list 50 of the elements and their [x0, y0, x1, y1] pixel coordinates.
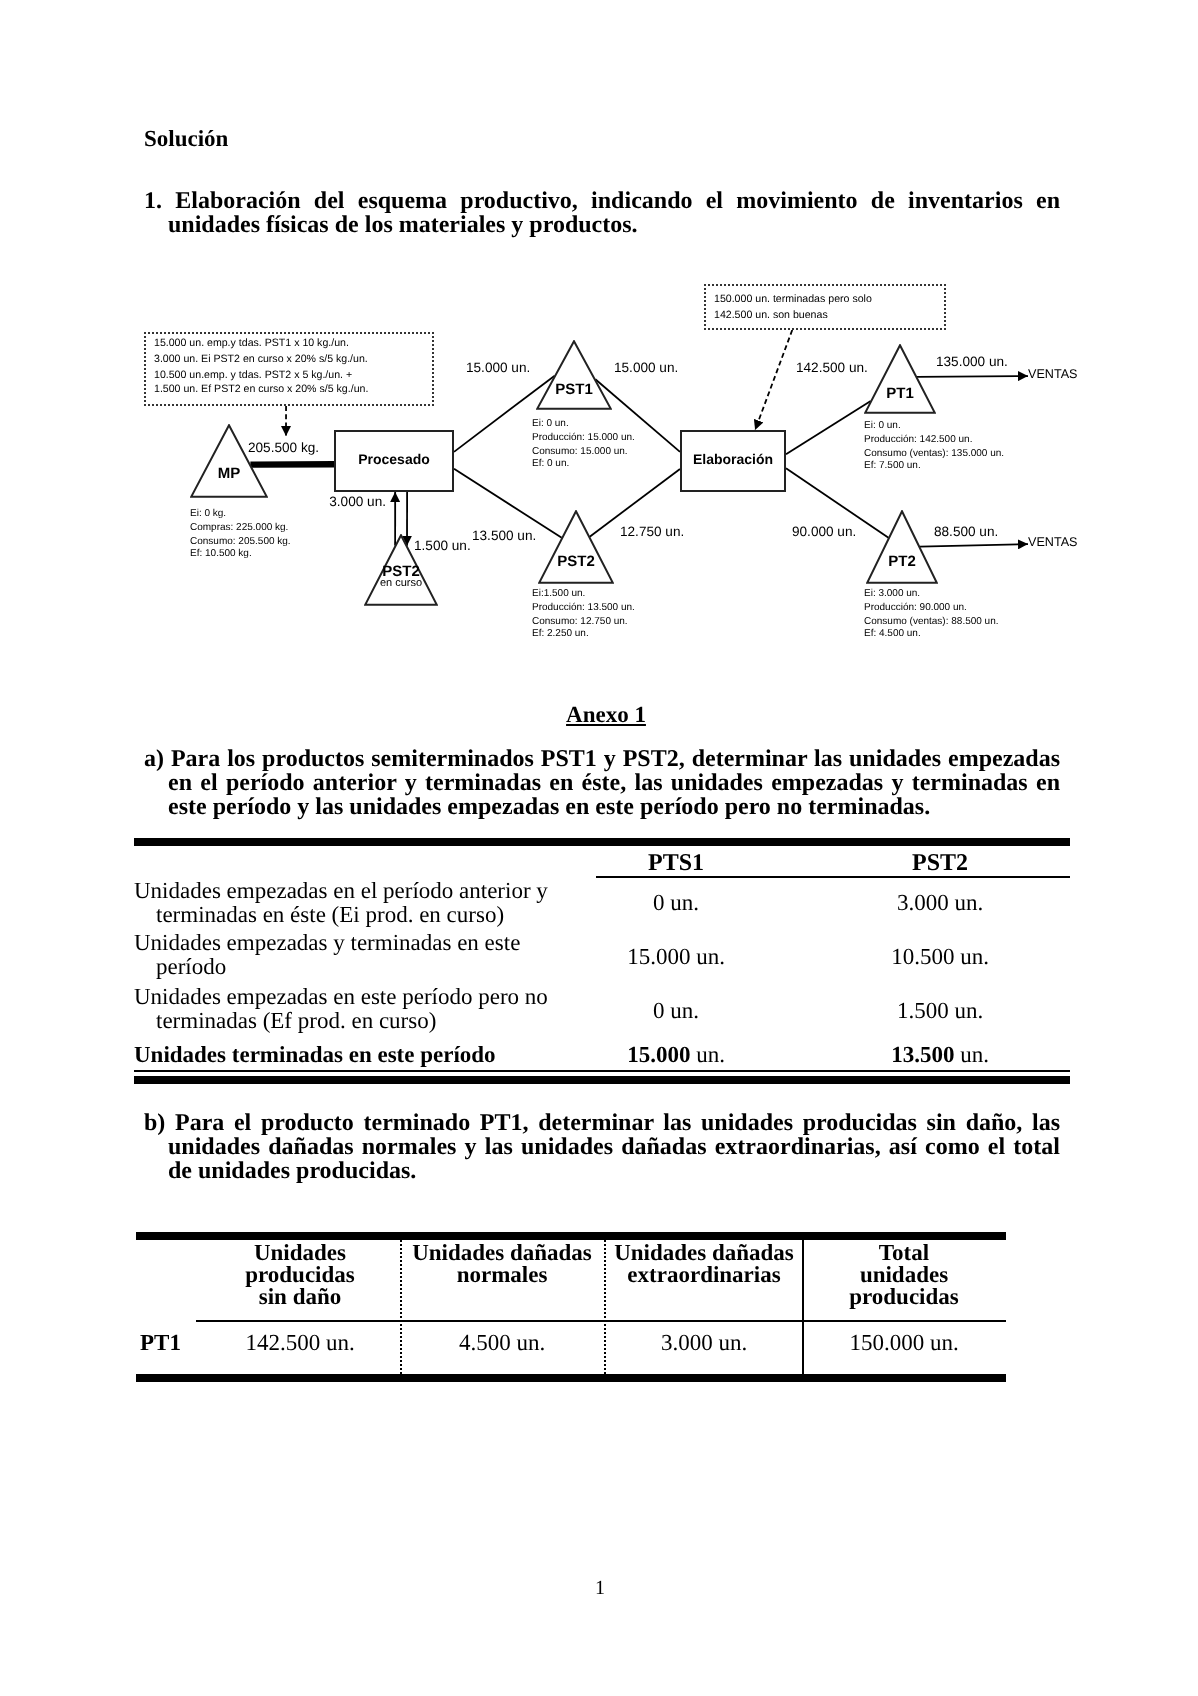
page-title: Solución	[144, 128, 229, 152]
connector-line	[785, 400, 872, 456]
question-text: a) Para los productos semiterminados PST1 y PST2, determinar las unidades empezadas en el período anterior y terminadas en éste, las unidades empezadas y terminadas en este período y las unidades empezadas en este período pero no terminadas.	[144, 748, 1060, 819]
table-value: 13.500 un.	[891, 1044, 989, 1068]
inventory-triangle	[866, 510, 938, 584]
connector-line	[785, 467, 890, 539]
column-header: Unidades producidas sin daño	[243, 1244, 357, 1310]
table-value: 3.000 un.	[896, 892, 984, 916]
table-value: 15.000 un.	[627, 1044, 725, 1068]
table-value: 0 un.	[653, 892, 699, 916]
question-text: 1. Elaboración del esquema productivo, indicando el movimiento de inventarios en unidades físicas de los materiales y productos.	[144, 190, 1060, 238]
arrow	[918, 539, 1029, 550]
column-header: Total unidades producidas	[847, 1244, 961, 1310]
table-value: 10.500 un.	[891, 946, 989, 970]
table-value: 0 un.	[653, 1000, 699, 1024]
table-value: 4.500 un.	[458, 1332, 546, 1356]
note-box	[704, 284, 946, 330]
connector-line	[250, 461, 334, 468]
inventory-triangle	[538, 510, 614, 584]
note-box	[144, 332, 434, 406]
connector-line	[588, 468, 681, 538]
connector-line	[594, 378, 681, 453]
column-header: Unidades dañadas extraordinarias	[612, 1244, 796, 1288]
connector-line	[453, 467, 563, 539]
dashed-arrow	[753, 329, 794, 431]
dashed-arrow	[281, 405, 291, 437]
inventory-triangle	[864, 344, 936, 414]
table-value: 15.000 un.	[627, 946, 725, 970]
annex-heading: Anexo 1	[566, 704, 646, 728]
row-header: Unidades empezadas en este período pero no terminadas (Ef prod. en curso)	[134, 988, 550, 1035]
process-box	[680, 430, 786, 492]
arrow	[402, 491, 412, 547]
arrow	[915, 371, 1029, 382]
process-box	[334, 430, 454, 492]
column-header: PST2	[912, 848, 968, 878]
column-header: PTS1	[648, 848, 704, 878]
column-header: Unidades dañadas normales	[410, 1244, 594, 1288]
arrow	[390, 491, 401, 547]
page-number: 1	[595, 1578, 605, 1600]
row-header: Unidades terminadas en este período	[134, 1044, 496, 1068]
table-value: 3.000 un.	[660, 1332, 748, 1356]
row-header: Unidades empezadas en el período anterior y terminadas en éste (Ei prod. en curso)	[134, 882, 550, 929]
row-header: Unidades empezadas y terminadas en este período	[134, 934, 523, 981]
table-value: 150.000 un.	[849, 1332, 959, 1356]
table-value: 142.500 un.	[245, 1332, 355, 1356]
inventory-triangle	[536, 340, 612, 410]
connector-line	[453, 374, 556, 453]
question-text: b) Para el producto terminado PT1, determinar las unidades producidas sin daño, las unidades dañadas normales y las unidades dañadas extraordinarias, así como el total de unidades producidas.	[144, 1112, 1060, 1183]
row-header: PT1	[140, 1332, 181, 1356]
table-value: 1.500 un.	[896, 1000, 984, 1024]
